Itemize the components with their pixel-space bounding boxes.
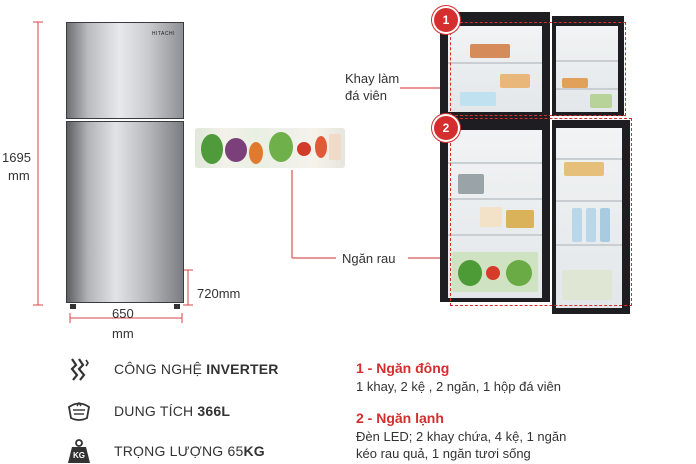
vegetables: [506, 260, 532, 286]
bottles: [600, 208, 610, 242]
door-items: [564, 162, 604, 176]
weight-icon-shape: [68, 439, 90, 463]
door-shelf: [556, 244, 622, 246]
fridge-spec-title: 2 - Ngăn lạnh: [356, 410, 444, 426]
door-shelf: [556, 200, 622, 202]
refrigerator-door: [66, 121, 184, 303]
lower-height-value: 720mm: [197, 286, 241, 301]
feature-inverter-label: CÔNG NGHỆ INVERTER: [114, 361, 279, 377]
freezer-badge: 1: [434, 8, 458, 32]
feature-inverter-bold: INVERTER: [206, 361, 279, 377]
brand-logo: HITACHI: [151, 31, 175, 37]
feature-capacity-text: DUNG TÍCH: [114, 403, 198, 419]
fridge-spec-desc-line1: Đèn LED; 2 khay chứa, 4 kệ, 1 ngăn: [356, 429, 567, 444]
door-shelf: [556, 88, 618, 90]
ice-tray: [460, 92, 496, 106]
fridge-front-image: HITACHI: [66, 22, 184, 309]
veg-box: [329, 134, 341, 160]
ice-tray-label: Khay làm đá viên: [345, 70, 399, 104]
veg-cabbage: [225, 138, 247, 162]
fridge-shelf: [448, 162, 542, 164]
fridge-highlight-box: [450, 118, 632, 306]
veg-lettuce: [269, 132, 293, 162]
freezer-food: [470, 44, 510, 58]
ice-tray-label-line2: đá viên: [345, 88, 387, 103]
veg-carrot: [249, 142, 263, 164]
freezer-spec-title: 1 - Ngăn đông: [356, 360, 450, 376]
fridge-spec-desc-line2: kéo rau quả, 1 ngăn tươi sống: [356, 446, 531, 461]
freezer-spec-desc: 1 khay, 2 kệ , 2 ngăn, 1 hộp đá viên: [356, 379, 562, 394]
fridge-shelf: [448, 198, 542, 200]
fridge-foot-left: [70, 304, 76, 309]
door-shelf: [556, 158, 622, 160]
fridge-open-image: [440, 12, 630, 314]
feature-weight-bold: KG: [243, 443, 265, 459]
feature-weight-label: TRỌNG LƯỢNG 65KG: [114, 443, 265, 459]
feature-capacity-label: DUNG TÍCH 366L: [114, 403, 230, 419]
vegetables: [458, 260, 482, 286]
vegetables: [486, 266, 500, 280]
door-shelf: [556, 60, 618, 62]
jars: [506, 210, 534, 228]
freezer-shelf: [448, 62, 542, 64]
feature-capacity: DUNG TÍCH 366L: [66, 398, 230, 424]
freezer-highlight-box: [450, 22, 626, 116]
fridge-badge: 2: [434, 116, 458, 140]
veg-leaf: [201, 134, 223, 164]
veg-tomato: [297, 142, 311, 156]
feature-weight: KG TRỌNG LƯỢNG 65KG: [66, 438, 265, 464]
ice-tray-label-line1: Khay làm: [345, 71, 400, 86]
veg-drawer-label: Ngăn rau: [342, 251, 396, 266]
freezer-door: HITACHI: [66, 22, 184, 119]
height-value: 1695: [2, 150, 31, 165]
feature-weight-text: TRỌNG LƯỢNG 65: [114, 443, 244, 459]
door-items: [562, 78, 588, 88]
inverter-icon: [70, 358, 89, 381]
weight-icon: KG: [66, 438, 92, 464]
feature-capacity-bold: 366L: [197, 403, 231, 419]
door-items: [562, 270, 612, 300]
width-unit: mm: [112, 326, 134, 341]
door-items: [590, 94, 612, 108]
veg-drawer-image: [195, 128, 345, 168]
freezer-food: [500, 74, 530, 88]
pot: [458, 174, 484, 194]
feature-inverter: CÔNG NGHỆ INVERTER: [66, 356, 279, 382]
cake: [480, 207, 502, 227]
bottles: [586, 208, 596, 242]
veg-pepper: [315, 136, 327, 158]
weight-icon-text: KG: [73, 451, 85, 460]
feature-inverter-text: CÔNG NGHỆ: [114, 361, 207, 377]
bottles: [572, 208, 582, 242]
width-value: 650: [112, 306, 134, 321]
height-unit: mm: [8, 168, 30, 183]
fridge-foot-right: [174, 304, 180, 309]
capacity-icon: [68, 401, 90, 421]
fridge-shelf: [448, 234, 542, 236]
